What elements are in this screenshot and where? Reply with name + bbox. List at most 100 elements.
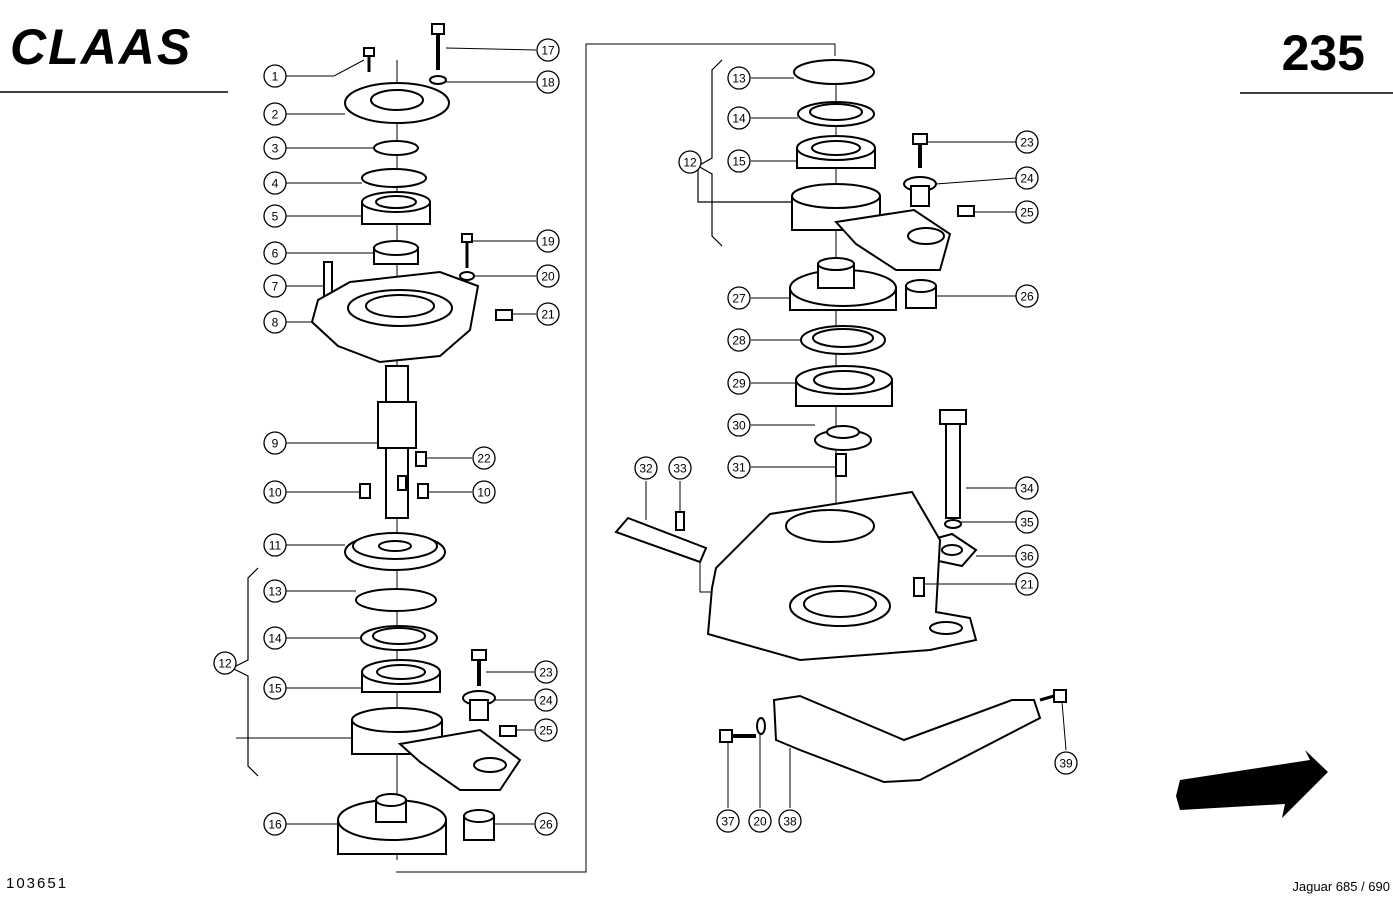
callout-label: 9 bbox=[272, 437, 279, 451]
callout-label: 23 bbox=[1020, 136, 1034, 150]
callout-circle bbox=[534, 812, 558, 836]
callout-label: 15 bbox=[268, 682, 282, 696]
callout-label: 39 bbox=[1059, 757, 1073, 771]
callout-c29: 29 bbox=[727, 371, 751, 395]
callout-label: 31 bbox=[732, 461, 746, 475]
callout-circle bbox=[1015, 130, 1039, 154]
callout-label: 25 bbox=[1020, 206, 1034, 220]
callout-c8: 8 bbox=[263, 310, 287, 334]
callout-circle bbox=[778, 809, 802, 833]
callout-circle bbox=[534, 660, 558, 684]
callout-label: 14 bbox=[268, 632, 282, 646]
callout-label: 22 bbox=[477, 452, 491, 466]
callout-label: 13 bbox=[268, 585, 282, 599]
callout-label: 8 bbox=[272, 316, 279, 330]
callout-label: 2 bbox=[272, 108, 279, 122]
callout-c22: 22 bbox=[472, 446, 496, 470]
callout-circle bbox=[263, 64, 287, 88]
page-number: 235 bbox=[1282, 25, 1365, 81]
callout-label: 28 bbox=[732, 334, 746, 348]
callout-circle bbox=[1015, 284, 1039, 308]
callout-circle bbox=[668, 456, 692, 480]
callout-c37: 37 bbox=[716, 809, 740, 833]
callout-circle bbox=[727, 106, 751, 130]
callout-circle bbox=[472, 480, 496, 504]
callout-label: 15 bbox=[732, 155, 746, 169]
callout-circle bbox=[263, 676, 287, 700]
callout-c18: 18 bbox=[536, 70, 560, 94]
callout-label: 26 bbox=[1020, 290, 1034, 304]
callout-label: 12 bbox=[218, 657, 232, 671]
callout-circle bbox=[1054, 751, 1078, 775]
callout-circle bbox=[263, 431, 287, 455]
callout-c26b: 26 bbox=[1015, 284, 1039, 308]
callout-circle bbox=[748, 809, 772, 833]
callout-c39: 39 bbox=[1054, 751, 1078, 775]
callout-label: 21 bbox=[541, 308, 555, 322]
callout-c15b: 15 bbox=[727, 149, 751, 173]
callout-label: 4 bbox=[272, 177, 279, 191]
callout-circle bbox=[727, 328, 751, 352]
callout-c12b: 12 bbox=[678, 150, 702, 174]
callout-c4: 4 bbox=[263, 171, 287, 195]
callout-circle bbox=[727, 66, 751, 90]
callout-c12a: 12 bbox=[213, 651, 237, 675]
callout-c34: 34 bbox=[1015, 476, 1039, 500]
callout-circle bbox=[534, 688, 558, 712]
callout-c19: 19 bbox=[536, 229, 560, 253]
callout-c20a: 20 bbox=[536, 264, 560, 288]
callout-circle bbox=[213, 651, 237, 675]
callout-c7: 7 bbox=[263, 274, 287, 298]
callout-label: 36 bbox=[1020, 550, 1034, 564]
callout-label: 24 bbox=[1020, 172, 1034, 186]
callout-circle bbox=[536, 229, 560, 253]
callout-label: 13 bbox=[732, 72, 746, 86]
callout-circle bbox=[263, 812, 287, 836]
callout-c14b: 14 bbox=[727, 106, 751, 130]
callout-c26a: 26 bbox=[534, 812, 558, 836]
callout-label: 16 bbox=[268, 818, 282, 832]
callout-label: 33 bbox=[673, 462, 687, 476]
callout-label: 11 bbox=[269, 539, 282, 553]
callout-circle bbox=[263, 626, 287, 650]
callout-c30: 30 bbox=[727, 413, 751, 437]
callout-label: 17 bbox=[541, 44, 555, 58]
callout-c17: 17 bbox=[536, 38, 560, 62]
callout-c31: 31 bbox=[727, 455, 751, 479]
callout-c38: 38 bbox=[778, 809, 802, 833]
callout-circle bbox=[1015, 200, 1039, 224]
callout-c3: 3 bbox=[263, 136, 287, 160]
model-label: Jaguar 685 / 690 bbox=[1292, 879, 1390, 894]
callout-c1: 1 bbox=[263, 64, 287, 88]
callout-circle bbox=[263, 274, 287, 298]
callout-label: 29 bbox=[732, 377, 746, 391]
callout-circle bbox=[1015, 572, 1039, 596]
callout-label: 14 bbox=[732, 112, 746, 126]
callout-c13b: 13 bbox=[727, 66, 751, 90]
callout-label: 18 bbox=[541, 76, 555, 90]
left-shaft-assembly bbox=[230, 23, 836, 873]
callout-label: 1 bbox=[272, 70, 279, 84]
callout-label: 6 bbox=[272, 247, 279, 261]
callout-circle bbox=[1015, 476, 1039, 500]
callout-label: 25 bbox=[539, 724, 553, 738]
callout-c28: 28 bbox=[727, 328, 751, 352]
callout-label: 38 bbox=[783, 815, 797, 829]
callout-leader-lines bbox=[236, 47, 1067, 825]
callout-c14a: 14 bbox=[263, 626, 287, 650]
callout-c5: 5 bbox=[263, 204, 287, 228]
callout-c25a: 25 bbox=[534, 718, 558, 742]
callout-label: 12 bbox=[683, 156, 697, 170]
callout-label: 34 bbox=[1020, 482, 1034, 496]
drawing-number: 103651 bbox=[6, 875, 68, 892]
callout-c35: 35 bbox=[1015, 510, 1039, 534]
callout-circle bbox=[1015, 544, 1039, 568]
callout-c21a: 21 bbox=[536, 302, 560, 326]
right-gearbox-assembly bbox=[614, 59, 1067, 784]
callout-label: 19 bbox=[541, 235, 555, 249]
callout-circle bbox=[536, 70, 560, 94]
callout-c16: 16 bbox=[263, 812, 287, 836]
